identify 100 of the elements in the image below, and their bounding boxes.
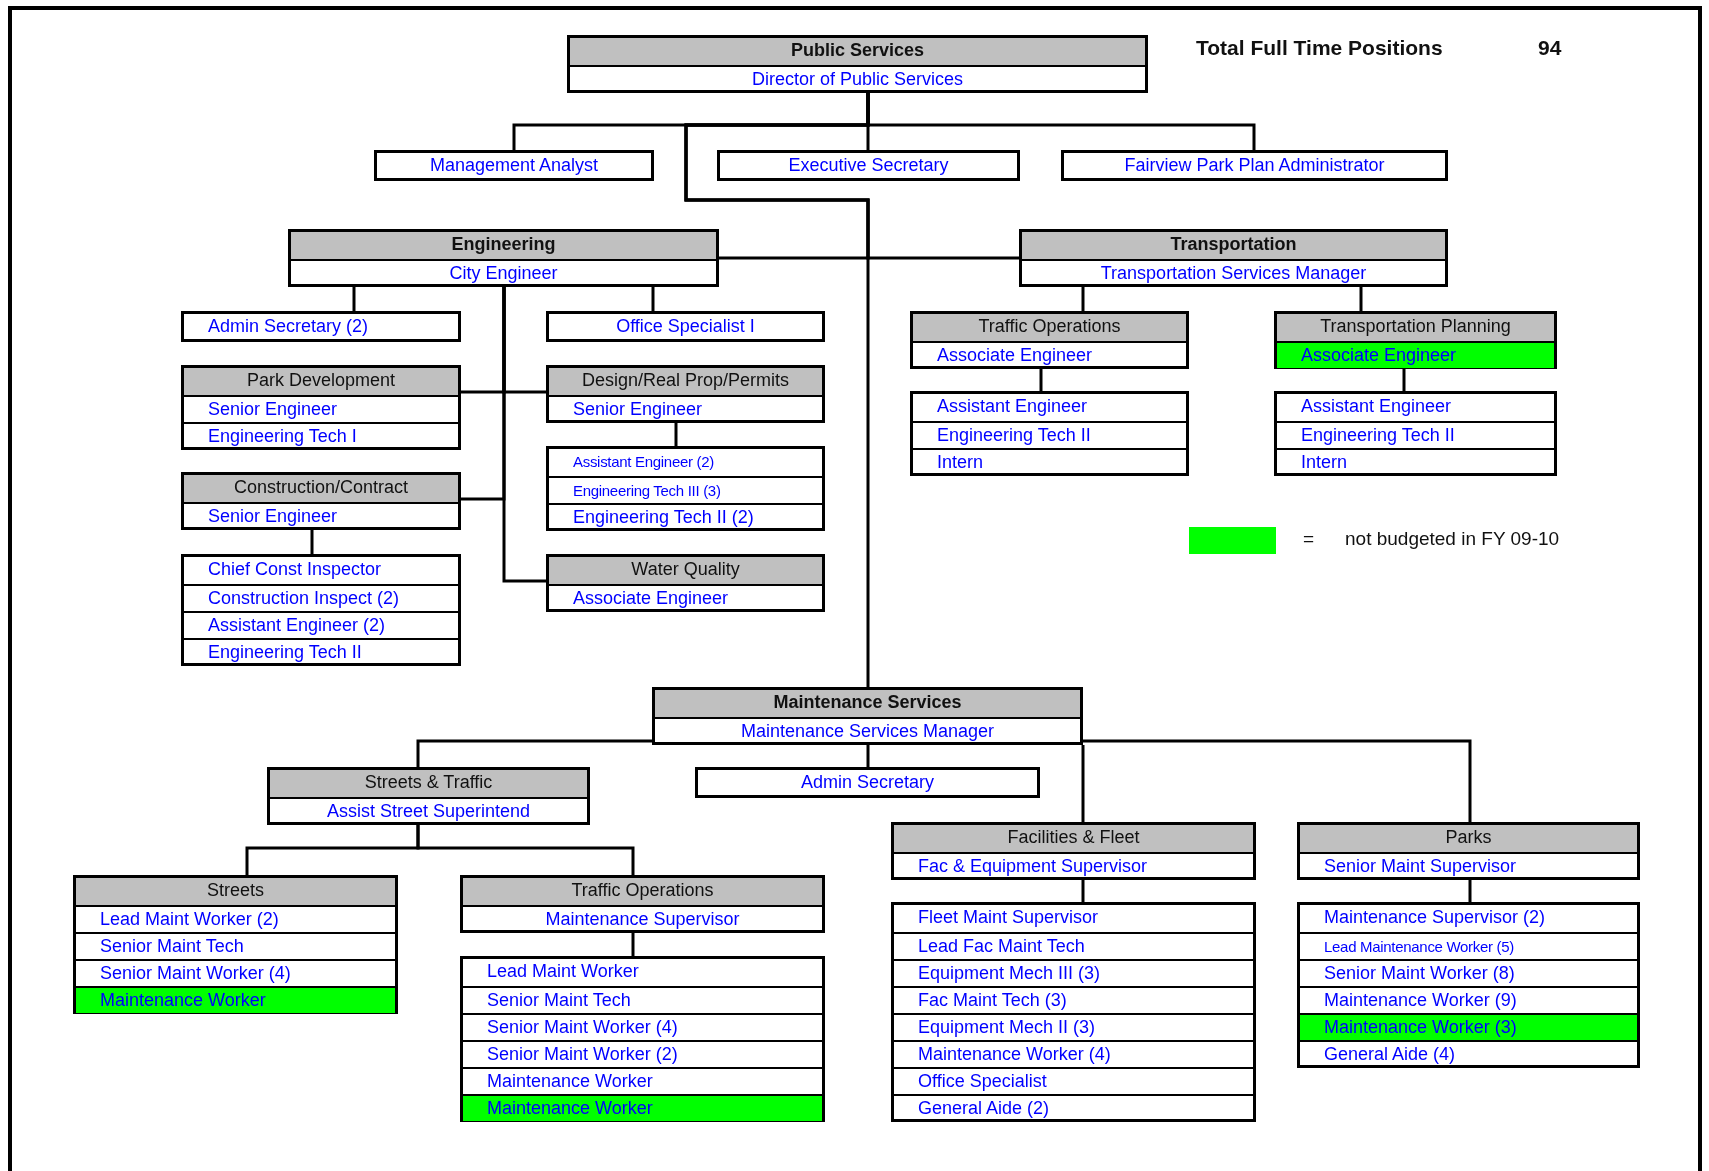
connector-line xyxy=(1039,369,1043,391)
connector-line xyxy=(1468,880,1472,902)
org-box xyxy=(717,150,1020,181)
org-box xyxy=(652,687,1083,745)
org-box xyxy=(567,35,1148,93)
org-box xyxy=(546,311,825,342)
position-title: Engineering Tech II xyxy=(1277,421,1554,448)
position-title: Director of Public Services xyxy=(570,65,1145,92)
org-box xyxy=(546,365,825,423)
position-title: Senior Engineer xyxy=(549,395,822,422)
position-title: Lead Fac Maint Tech xyxy=(894,932,1253,959)
org-box xyxy=(288,229,719,287)
connector-line xyxy=(631,933,635,956)
org-box xyxy=(73,875,398,1014)
position-title: Senior Engineer xyxy=(184,502,458,529)
position-title: Lead Maintenance Worker (5) xyxy=(1300,932,1637,959)
position-title: General Aide (2) xyxy=(894,1094,1253,1121)
position-title: Assistant Engineer xyxy=(936,395,1089,418)
unit-heading: Public Services xyxy=(570,38,1145,65)
unit-heading: Transportation xyxy=(1022,232,1445,259)
position-title: Associate Engineer xyxy=(1277,341,1554,368)
position-title: Admin Secretary xyxy=(799,771,936,794)
position-title: Maintenance Worker xyxy=(463,1094,822,1121)
org-box xyxy=(1274,311,1557,369)
unit-heading: Park Development xyxy=(184,368,458,395)
position-title: Senior Maint Worker (8) xyxy=(1300,959,1637,986)
position-title: Management Analyst xyxy=(428,154,600,177)
org-box xyxy=(1019,229,1448,287)
position-title: Office Specialist I xyxy=(615,315,756,338)
position-title: Equipment Mech II (3) xyxy=(894,1013,1253,1040)
org-box xyxy=(891,822,1256,880)
org-box xyxy=(181,472,461,530)
position-title: Equipment Mech III (3) xyxy=(894,959,1253,986)
position-title: Associate Engineer xyxy=(913,341,1186,368)
position-title: Senior Maint Tech xyxy=(463,986,822,1013)
position-title: Assistant Engineer (2) xyxy=(572,452,715,472)
position-title: Engineering Tech III (3) xyxy=(549,476,822,503)
unit-heading: Water Quality xyxy=(549,557,822,584)
unit-heading: Maintenance Services xyxy=(655,690,1080,717)
position-title: Senior Maint Worker (2) xyxy=(463,1040,822,1067)
org-box xyxy=(1061,150,1448,181)
total-label: Total Full Time Positions xyxy=(1196,36,1443,60)
connector-line xyxy=(416,739,652,767)
org-box xyxy=(460,875,825,933)
connector-line xyxy=(866,745,870,767)
unit-heading: Facilities & Fleet xyxy=(894,825,1253,852)
org-box xyxy=(910,391,1189,476)
position-title: Maintenance Worker xyxy=(76,986,395,1013)
connector-line xyxy=(1081,745,1085,822)
org-box xyxy=(891,902,1256,1122)
org-box xyxy=(374,150,654,181)
org-box xyxy=(181,311,461,342)
position-title: Assist Street Superintend xyxy=(270,797,587,824)
equals-sign: = xyxy=(1303,528,1315,550)
connector-line xyxy=(1081,880,1085,902)
legend-label: not budgeted in FY 09-10 xyxy=(1345,528,1560,550)
position-title: Fac & Equipment Supervisor xyxy=(894,852,1253,879)
position-title: City Engineer xyxy=(291,259,716,286)
org-box xyxy=(181,554,461,666)
org-box xyxy=(1297,822,1640,880)
position-title: Lead Maint Worker (2) xyxy=(76,905,395,932)
position-title: Engineering Tech II xyxy=(184,638,458,665)
unit-heading: Traffic Operations xyxy=(913,314,1186,341)
position-title: Transportation Services Manager xyxy=(1022,259,1445,286)
unit-heading: Construction/Contract xyxy=(184,475,458,502)
position-title: Admin Secretary (2) xyxy=(207,315,370,338)
position-title: Construction Inspect (2) xyxy=(184,584,458,611)
position-title: Maintenance Supervisor (2) xyxy=(1323,906,1547,929)
position-title: Assistant Engineer xyxy=(1300,395,1453,418)
position-title: Executive Secretary xyxy=(787,154,950,177)
position-title: Fleet Maint Supervisor xyxy=(917,906,1100,929)
connector-line xyxy=(502,287,546,583)
unit-heading: Engineering xyxy=(291,232,716,259)
connector-line xyxy=(416,825,635,875)
position-title: Intern xyxy=(1277,448,1554,475)
unit-heading: Streets xyxy=(76,878,395,905)
position-title: Senior Maint Tech xyxy=(76,932,395,959)
position-title: General Aide (4) xyxy=(1300,1040,1637,1067)
position-title: Assistant Engineer (2) xyxy=(184,611,458,638)
position-title: Office Specialist xyxy=(894,1067,1253,1094)
position-title: Intern xyxy=(913,448,1186,475)
position-title: Maintenance Worker (4) xyxy=(894,1040,1253,1067)
org-box xyxy=(910,311,1189,369)
unit-heading: Traffic Operations xyxy=(463,878,822,905)
unit-heading: Design/Real Prop/Permits xyxy=(549,368,822,395)
position-title: Engineering Tech I xyxy=(184,422,458,449)
connector-line xyxy=(674,423,678,446)
position-title: Maintenance Services Manager xyxy=(655,717,1080,744)
unit-heading: Parks xyxy=(1300,825,1637,852)
position-title: Senior Maint Supervisor xyxy=(1300,852,1637,879)
unit-heading: Transportation Planning xyxy=(1277,314,1554,341)
connector-line xyxy=(352,287,356,311)
position-title: Fairview Park Plan Administrator xyxy=(1123,154,1386,177)
org-box xyxy=(460,956,825,1122)
position-count: 94 xyxy=(1538,36,1562,60)
connector-line xyxy=(1081,287,1085,311)
org-box xyxy=(267,767,590,825)
unit-heading: Streets & Traffic xyxy=(270,770,587,797)
org-box xyxy=(695,767,1040,798)
position-title: Senior Maint Worker (4) xyxy=(463,1013,822,1040)
